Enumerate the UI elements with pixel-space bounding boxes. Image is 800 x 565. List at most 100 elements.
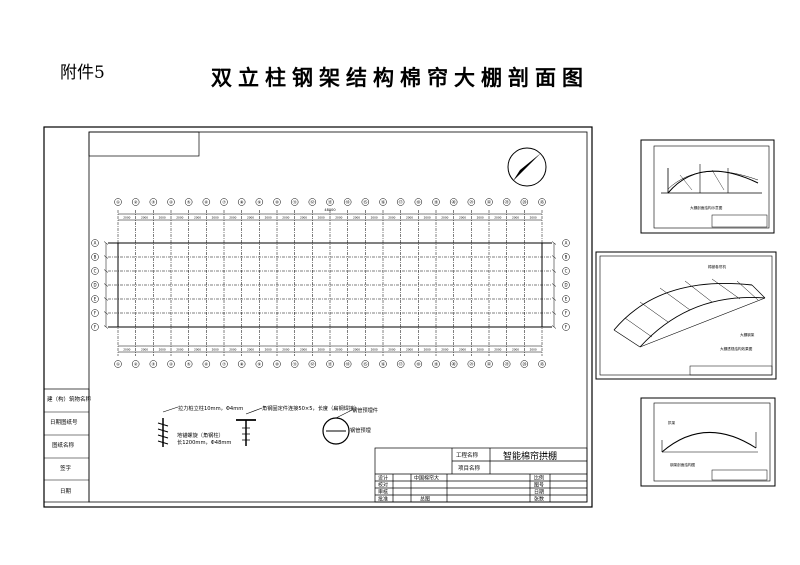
grid-col-bubble-bottom: [202, 360, 211, 368]
grid-row-bubble-right: [562, 267, 570, 275]
grid-col-bubble-bottom: [361, 360, 370, 368]
dimension-label-bottom: 2000: [353, 348, 360, 352]
dimension-label-top: 2000: [494, 216, 501, 220]
grid-row-label-left: E: [94, 296, 97, 301]
dimension-label-top: 2000: [406, 216, 413, 220]
grid-col-bubble-bottom: [220, 360, 228, 368]
thumbnail-perspective-caption: 大棚透视结构效果图: [720, 346, 753, 351]
grid-col-label-top: ⑰: [399, 199, 403, 205]
dimension-label-bottom: 2000: [229, 348, 236, 352]
dimension-label-top: 2000: [335, 216, 342, 220]
detail-embedded-pipe: [322, 409, 353, 445]
dimension-label-bottom: 2000: [300, 348, 307, 352]
dimension-label-top: 2000: [441, 216, 448, 220]
grid-col-label-bottom: ⑥: [205, 362, 209, 367]
grid-col-label-bottom: ⑰: [399, 361, 403, 367]
dimension-label-bottom: 2000: [477, 348, 484, 352]
dimension-label-bottom: 2000: [176, 348, 183, 352]
grid-col-bubble-bottom: [449, 360, 458, 368]
side-label-3: 图纸名称: [52, 441, 75, 449]
detail1-sub: 地锚螺旋（角钢柱）: [177, 431, 224, 439]
grid-col-bubble-top: [149, 198, 158, 206]
dimension-label-bottom: 2000: [371, 348, 378, 352]
side-label-5: 日期: [60, 488, 72, 495]
thumbnail-steel-label: 拱架: [668, 420, 676, 425]
grid-col-label-top: ⑫: [310, 199, 314, 205]
side-label-1: 建（构）筑物名称: [47, 395, 92, 403]
detail-anchor-screw: [157, 406, 179, 447]
north-arrow-icon: [507, 147, 547, 187]
grid-col-label-top: ⑳: [452, 199, 456, 205]
grid-row-label-right: A: [565, 240, 568, 245]
grid-col-bubble-top: [290, 198, 299, 206]
grid-col-label-bottom: ⑳: [452, 361, 456, 367]
grid-col-bubble-top: [184, 198, 193, 206]
grid-row-label-left: D: [93, 282, 96, 287]
dimension-label-top: 2000: [530, 216, 537, 220]
dimension-label-top: 2000: [318, 216, 325, 220]
grid-col-label-top: ⑪: [293, 199, 297, 205]
grid-row-label-left: A: [94, 240, 97, 245]
grid-row-bubble-right: [562, 239, 570, 247]
dimension-label-top: 2000: [229, 216, 236, 220]
tb-row-left-2: 校对: [378, 482, 388, 489]
plan-grid: 48000①①20002000②②20002000③③20002000④④200…: [91, 198, 570, 368]
grid-col-bubble-bottom: [131, 360, 140, 368]
dimension-label-bottom: 2000: [282, 348, 289, 352]
dimension-label-top: 2000: [353, 216, 360, 220]
thumbnail-perspective-label1: 棉被卷帘机: [708, 264, 726, 269]
grid-row-label-left: C: [94, 268, 97, 273]
grid-col-label-bottom: ⑭: [346, 361, 350, 367]
dimension-label-top: 2000: [159, 216, 166, 220]
grid-col-bubble-top: [326, 198, 334, 206]
grid-col-bubble-top: [202, 198, 211, 206]
grid-col-label-bottom: ㉕: [540, 361, 544, 367]
grid-col-label-bottom: ⑪: [293, 361, 297, 367]
grid-col-bubble-top: [467, 198, 476, 206]
grid-col-bubble-top: [396, 198, 405, 206]
grid-row-bubble-right: [562, 253, 570, 261]
project-name: 智能棉帘拱棚: [503, 450, 557, 462]
dimension-label-top: 2000: [247, 216, 254, 220]
tb-row-left-3: 审核: [378, 489, 388, 496]
grid-col-label-bottom: ④: [169, 362, 173, 367]
grid-col-bubble-top: [167, 198, 175, 206]
grid-col-bubble-bottom: [432, 360, 440, 368]
grid-col-label-top: ⑩: [275, 200, 279, 205]
grid-row-bubble-right: [562, 281, 570, 289]
grid-col-bubble-bottom: [167, 360, 175, 368]
dimension-label-bottom: 2000: [424, 348, 431, 352]
grid-col-bubble-bottom: [414, 360, 423, 368]
grid-col-label-bottom: ⑫: [310, 361, 314, 367]
grid-row-bubble-left: [91, 323, 99, 331]
grid-col-bubble-bottom: [273, 360, 281, 368]
tb-row-right-4: 张数: [534, 496, 544, 503]
grid-col-bubble-bottom: [308, 360, 317, 368]
dimension-label-top: 2000: [371, 216, 378, 220]
grid-col-label-top: ㉒: [487, 199, 491, 205]
grid-col-label-top: ㉓: [505, 199, 509, 205]
dimension-label-bottom: 2000: [212, 348, 219, 352]
grid-col-label-top: ㉔: [522, 199, 526, 205]
tb-drawing-no: 总图: [420, 496, 430, 503]
grid-col-label-top: ②: [134, 200, 138, 205]
dimension-label-top: 2000: [194, 216, 201, 220]
dimension-label-bottom: 2000: [159, 348, 166, 352]
grid-col-bubble-bottom: [184, 360, 193, 368]
grid-col-bubble-bottom: [114, 360, 122, 368]
grid-col-label-top: ⑦: [222, 200, 226, 205]
grid-row-bubble-left: [91, 281, 99, 289]
grid-row-label-right: F: [565, 324, 568, 329]
grid-col-label-bottom: ⑧: [240, 362, 244, 367]
grid-col-label-top: ㉕: [540, 199, 544, 205]
grid-col-label-top: ①: [116, 200, 120, 205]
grid-col-label-top: ⑲: [434, 199, 438, 205]
side-label-4: 签字: [60, 464, 72, 472]
grid-col-bubble-top: [432, 198, 440, 206]
grid-col-label-top: ⑯: [381, 199, 385, 205]
grid-col-bubble-top: [343, 198, 352, 206]
grid-col-label-top: ③: [152, 200, 156, 205]
grid-col-label-bottom: ⑬: [328, 361, 332, 367]
thumbnail-section: [640, 139, 775, 234]
grid-col-label-bottom: ㉓: [505, 361, 509, 367]
